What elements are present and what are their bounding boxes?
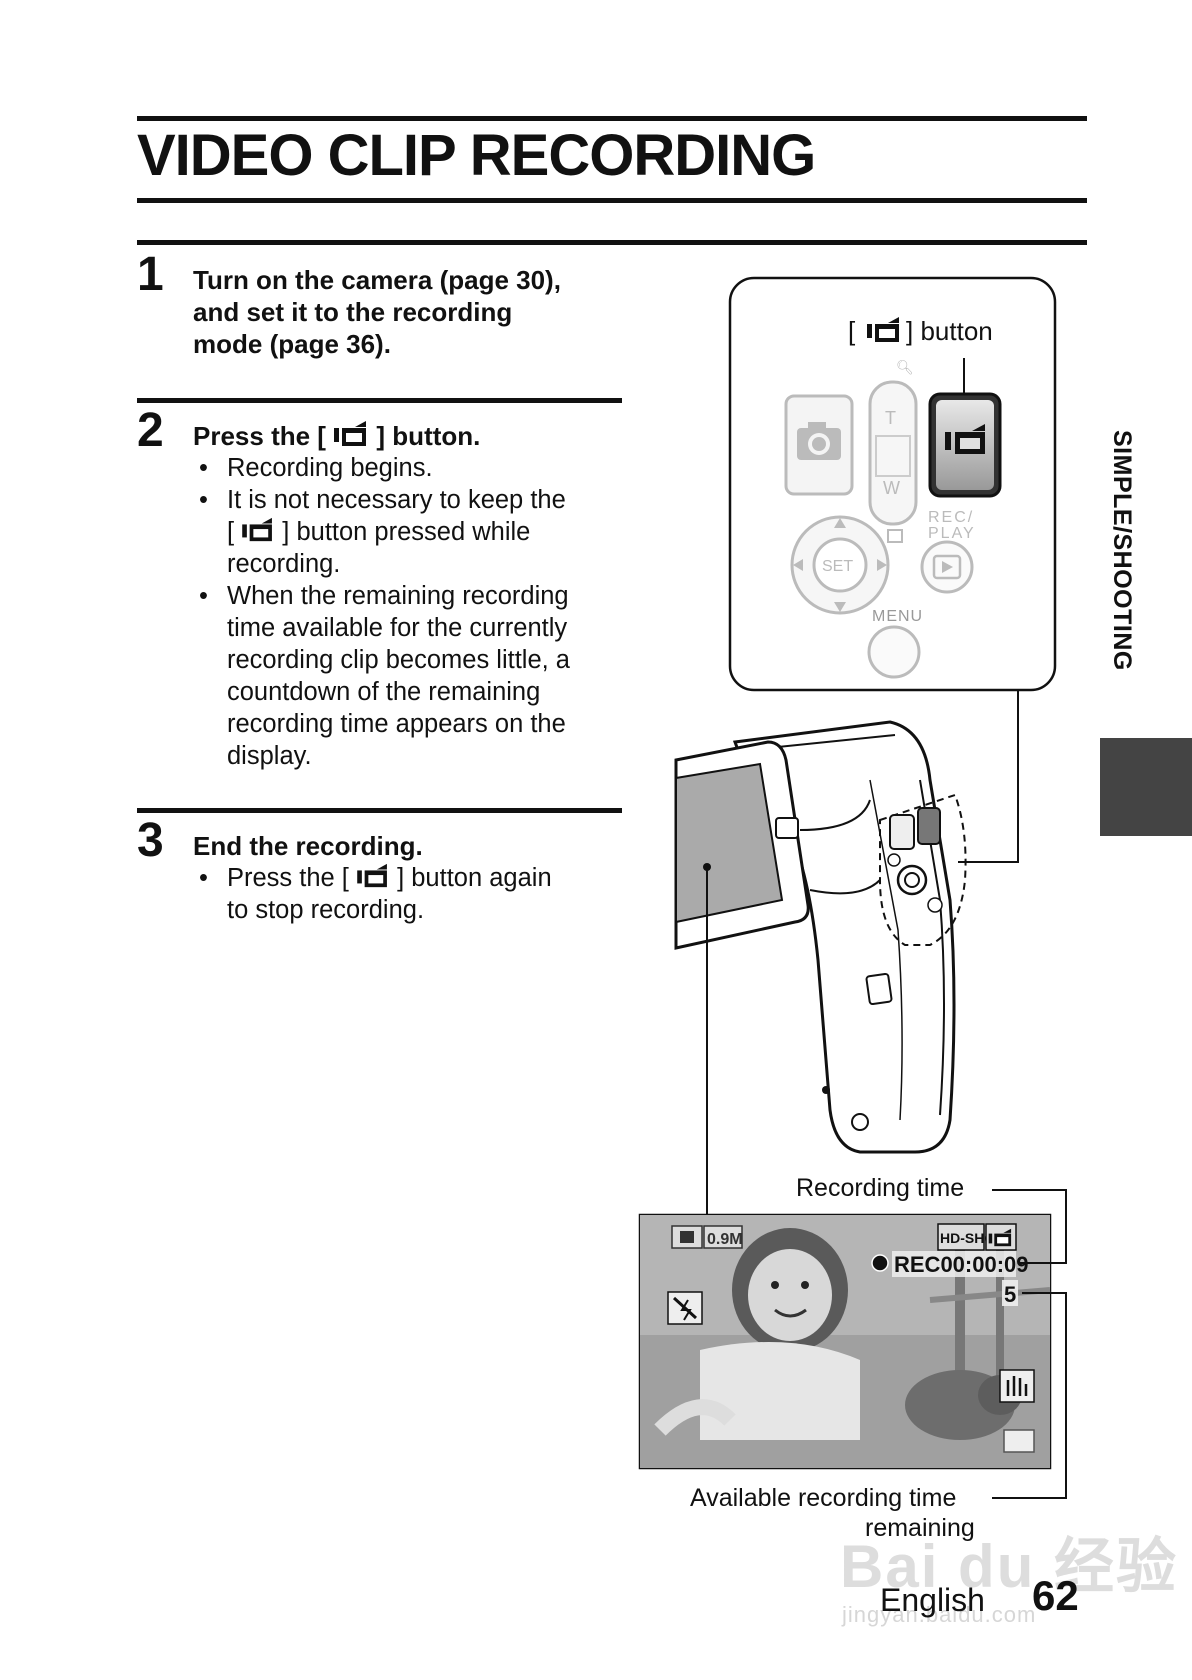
callout-available-line: Available recording time bbox=[690, 1484, 956, 1512]
recording-time: REC00:00:09 bbox=[894, 1252, 1029, 1277]
list-item: When the remaining recording time availa… bbox=[193, 580, 570, 772]
button-label-close: ] button bbox=[906, 316, 993, 346]
mode-indicator: HD-SHQ bbox=[940, 1230, 995, 1246]
section-side-block bbox=[1100, 738, 1192, 836]
list-item: Press the [ ] button again to stop recor… bbox=[193, 862, 552, 926]
step-2-heading: Press the [ ] button. bbox=[193, 420, 480, 452]
zoom-icon: 🔍︎ bbox=[896, 359, 914, 375]
bullet-text: countdown of the remaining bbox=[227, 678, 541, 706]
set-label: SET bbox=[822, 558, 853, 575]
watermark-url: jingyan.baidu.com bbox=[842, 1602, 1037, 1627]
bullet-text: recording clip becomes little, a bbox=[227, 646, 570, 674]
bullet-text: display. bbox=[227, 742, 312, 770]
video-camera-icon bbox=[357, 863, 387, 888]
step-2-number: 2 bbox=[137, 404, 164, 457]
step-1-number: 1 bbox=[137, 248, 164, 301]
step-1-heading-line: and set it to the recording bbox=[193, 297, 513, 327]
card-icon bbox=[1003, 1429, 1035, 1453]
bullet-text: Recording begins. bbox=[227, 454, 433, 482]
step-2-bullets: Recording begins. It is not necessary to… bbox=[193, 452, 570, 772]
step-1-rule bbox=[137, 240, 1087, 245]
recording-time-leader bbox=[992, 1189, 1067, 1264]
callout-recording-time: Recording time bbox=[796, 1174, 964, 1202]
bullet-text: When the remaining recording bbox=[227, 582, 569, 610]
section-side-tab: SIMPLE/SHOOTING bbox=[1108, 430, 1136, 671]
bullet-text: recording. bbox=[227, 550, 341, 578]
step-3-bullets: Press the [ ] button again to stop recor… bbox=[193, 862, 552, 926]
step-2-heading-text: ] button. bbox=[376, 421, 481, 451]
remaining-time-leader bbox=[992, 1292, 1067, 1499]
display-screen: 0.9M HD-SHQ REC00:00:09 5 bbox=[638, 1213, 1052, 1470]
bullet-text: to stop recording. bbox=[227, 896, 425, 924]
step-1-heading-line: mode (page 36). bbox=[193, 329, 391, 359]
menu-label: MENU bbox=[872, 608, 923, 625]
bullet-text: ] button again bbox=[397, 864, 552, 892]
zoom-lever bbox=[868, 380, 918, 526]
play-icon bbox=[942, 561, 953, 573]
page-title: VIDEO CLIP RECORDING bbox=[137, 123, 816, 188]
play-icon-frame bbox=[932, 554, 962, 580]
footer-language: English bbox=[880, 1582, 985, 1618]
still-camera-icon bbox=[797, 422, 841, 460]
button-label-open: [ bbox=[848, 316, 856, 346]
bullet-text: [ bbox=[227, 518, 235, 546]
rec-play-label: REC/ bbox=[928, 509, 974, 526]
dial-arrow-left bbox=[793, 559, 803, 571]
video-camera-icon bbox=[867, 317, 899, 342]
zoom-t-label: T bbox=[885, 408, 896, 428]
step-3-number: 3 bbox=[137, 814, 164, 867]
camcorder-illustration bbox=[674, 720, 967, 1154]
grid-icon bbox=[887, 529, 903, 543]
step-2-heading-text: Press the [ bbox=[193, 421, 326, 451]
step-3-heading: End the recording. bbox=[193, 831, 423, 861]
bullet-text: ] button pressed while bbox=[282, 518, 531, 546]
bullet-text: time available for the currently bbox=[227, 614, 568, 642]
zoom-w-label: W bbox=[883, 478, 900, 498]
step-3-rule bbox=[137, 808, 622, 813]
dial-arrow-down bbox=[834, 602, 846, 612]
video-camera-icon bbox=[242, 517, 273, 542]
set-button bbox=[812, 537, 868, 593]
zoom-lever-grip bbox=[875, 435, 911, 477]
list-item: It is not necessary to keep the [ ] butt… bbox=[193, 484, 570, 580]
title-top-rule bbox=[137, 116, 1087, 121]
bullet-text: Press the [ bbox=[227, 864, 349, 892]
list-item: Recording begins. bbox=[193, 452, 570, 484]
image-size-indicator: 0.9M bbox=[707, 1231, 743, 1248]
video-camera-icon bbox=[945, 424, 985, 454]
step-1-heading: Turn on the camera (page 30), and set it… bbox=[193, 264, 561, 360]
recording-dot bbox=[871, 1254, 889, 1272]
stabilizer-icon bbox=[999, 1369, 1035, 1403]
remaining-time: 5 bbox=[1004, 1282, 1016, 1307]
callout-available-line: remaining bbox=[865, 1514, 975, 1542]
menu-button bbox=[867, 625, 921, 679]
step-2-rule bbox=[137, 398, 622, 403]
rec-play-label: PLAY bbox=[928, 525, 976, 542]
title-bottom-rule bbox=[137, 198, 1087, 203]
bullet-text: recording time appears on the bbox=[227, 710, 566, 738]
dial-arrow-right bbox=[877, 559, 887, 571]
panel-leader-line bbox=[958, 690, 1019, 863]
video-camera-icon bbox=[334, 421, 367, 446]
step-1-heading-line: Turn on the camera (page 30), bbox=[193, 265, 561, 295]
dial-arrow-up bbox=[834, 518, 846, 528]
watermark-logo: Bai du 经验 bbox=[840, 1533, 1179, 1600]
bullet-text: It is not necessary to keep the bbox=[227, 486, 566, 514]
page-number: 62 bbox=[1032, 1572, 1079, 1619]
